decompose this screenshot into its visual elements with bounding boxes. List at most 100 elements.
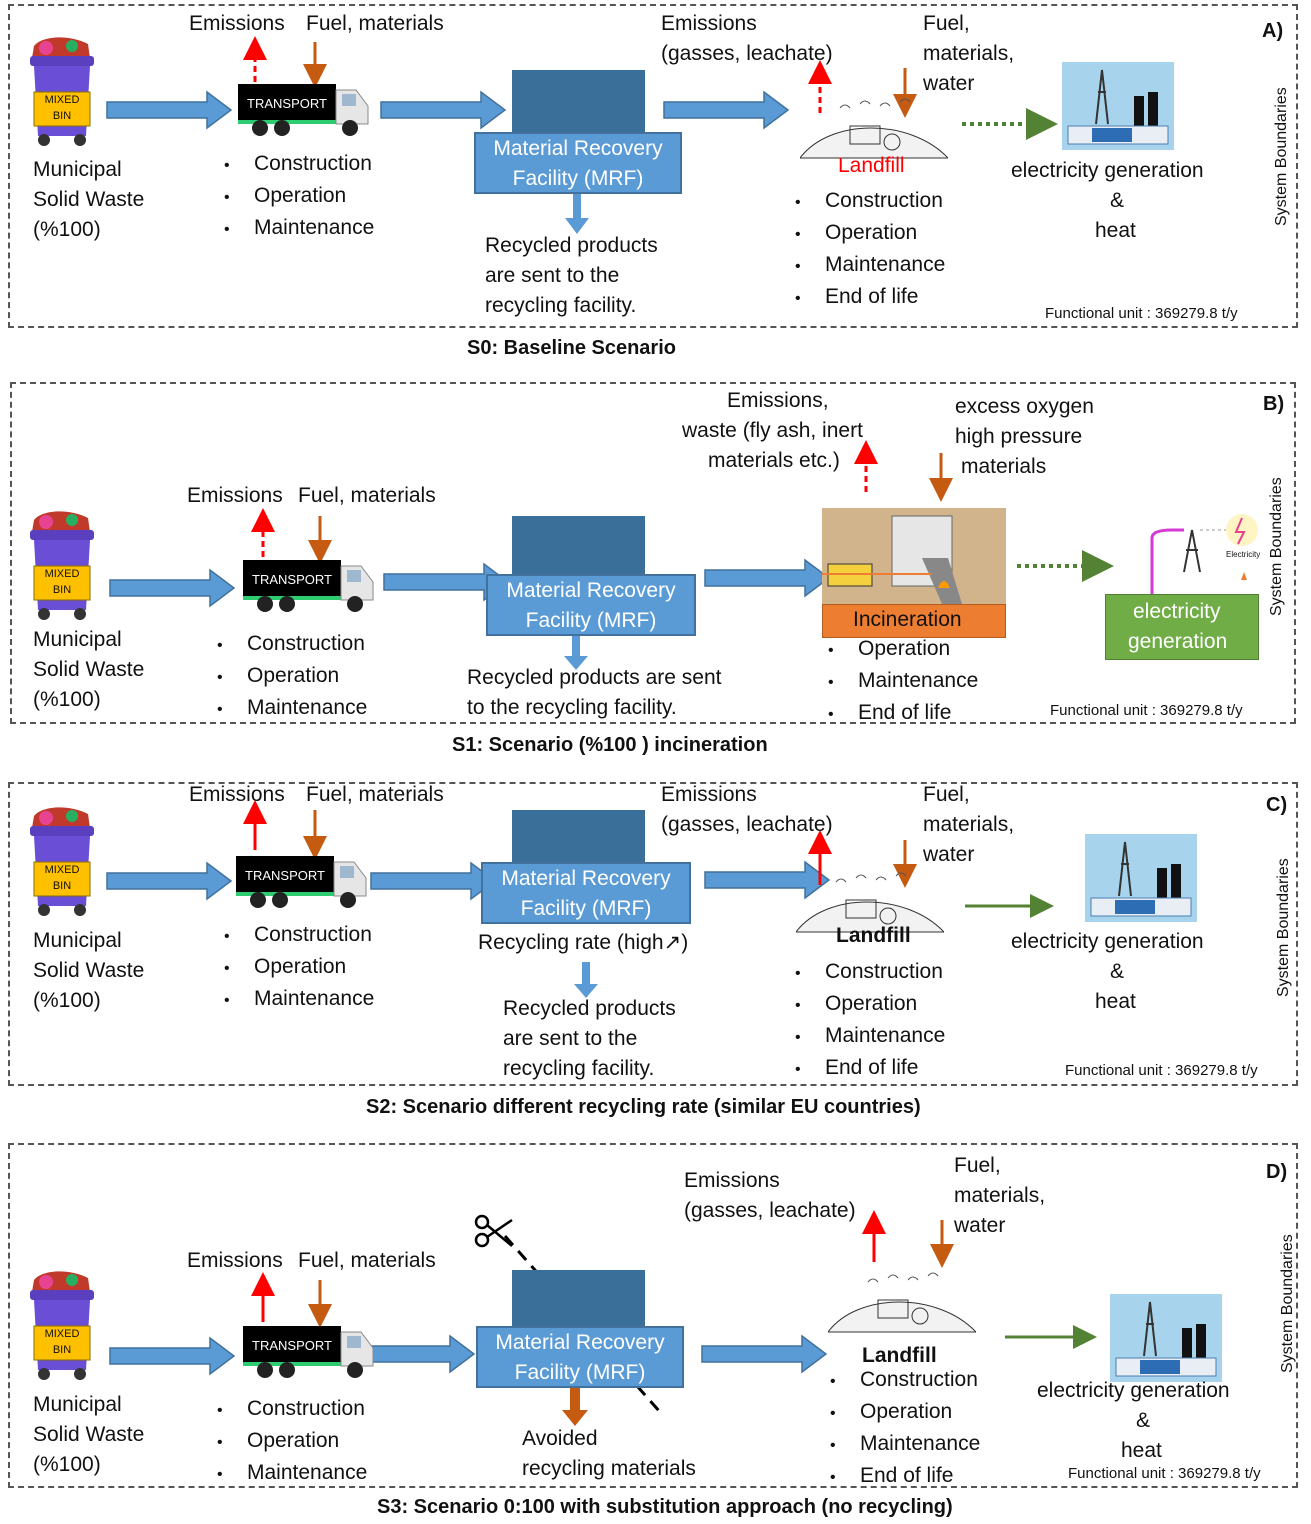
phase-item: Operation [795, 989, 945, 1021]
transport-phases: Construction Operation Maintenance [217, 629, 367, 725]
emissions-label: Emissions [187, 1249, 283, 1272]
truck-icon: TRANSPORT [243, 556, 375, 614]
landfill-label: Landfill [836, 924, 911, 947]
panel-d-frame [8, 1143, 1298, 1488]
electricity-icon-label: Electricity [1226, 550, 1261, 559]
phase-item: Construction [795, 957, 945, 989]
landfill-label: Landfill [838, 154, 905, 177]
electricity-label: generation [1128, 630, 1228, 653]
phase-item: End of life [830, 1461, 980, 1493]
incineration-label: Incineration [853, 608, 962, 631]
emissions-label: Emissions [187, 484, 283, 507]
phase-item: End of life [828, 698, 978, 730]
truck-label: TRANSPORT [245, 868, 325, 883]
electricity-generation-label: electricity generation [1037, 1379, 1230, 1402]
flow-arrow [106, 91, 232, 129]
mixed-bin-icon: MIXED BIN [28, 806, 96, 918]
power-plant-icon [1110, 1294, 1222, 1382]
bin-label: BIN [52, 880, 72, 892]
amp-label: & [1110, 189, 1125, 212]
panel-letter: D) [1266, 1161, 1288, 1183]
recycled-label: Recycled products [485, 234, 658, 257]
functional-unit: Functional unit : 369279.8 t/y [1065, 1062, 1258, 1079]
phase-item: Operation [828, 634, 978, 666]
landfill-emissions-label: (gasses, leachate) [684, 1199, 856, 1222]
mrf-image [512, 1270, 645, 1328]
truck-icon: TRANSPORT [243, 1322, 375, 1380]
recycled-label: recycling facility. [485, 294, 637, 317]
panel-a-frame [8, 4, 1298, 328]
oxygen-label: materials [961, 455, 1047, 478]
mixed-bin-icon: MIXED BIN [28, 1270, 96, 1382]
phase-item: Construction [224, 149, 374, 181]
phase-item: Construction [217, 629, 367, 661]
electricity-generation-label: electricity generation [1011, 159, 1204, 182]
landfill-phases: Construction Operation Maintenance End o… [795, 957, 945, 1085]
msw-label: (%100) [33, 688, 101, 711]
phase-item: Maintenance [217, 693, 367, 725]
mrf-box: Material Recovery Facility (MRF) [486, 574, 696, 636]
landfill-fuel-label: materials, [923, 42, 1015, 65]
recycled-label: are sent to the [485, 264, 620, 287]
bin-label: BIN [52, 110, 72, 122]
bin-label: MIXED [44, 1328, 80, 1340]
mrf-image [512, 810, 645, 866]
panel-c-frame [8, 782, 1298, 1086]
landfill-label: Landfill [862, 1344, 937, 1367]
landfill-emissions-label: Emissions [684, 1169, 780, 1192]
incineration-phases: Operation Maintenance End of life [828, 634, 978, 730]
mrf-box: Material Recovery Facility (MRF) [476, 1326, 684, 1388]
msw-label: Municipal [33, 158, 122, 181]
landfill-icon [828, 1272, 976, 1338]
mixed-bin-icon: MIXED BIN [28, 36, 96, 148]
phase-item: End of life [795, 1053, 945, 1085]
landfill-fuel-label: Fuel, [954, 1154, 1001, 1177]
panel-letter: C) [1266, 794, 1288, 816]
system-boundaries-label: System Boundaries [1279, 1234, 1296, 1373]
mrf-label: Facility (MRF) [512, 167, 644, 190]
transport-phases: Construction Operation Maintenance [224, 920, 374, 1016]
recycled-label: Recycled products are sent [467, 666, 722, 689]
truck-label: TRANSPORT [252, 572, 332, 587]
flow-arrow [663, 91, 789, 129]
phase-item: Operation [217, 1426, 367, 1458]
mrf-box: Material Recovery Facility (MRF) [481, 862, 691, 924]
electricity-generation-label: electricity generation [1011, 930, 1204, 953]
fuel-materials-label: Fuel, materials [306, 783, 444, 806]
truck-icon: TRANSPORT [238, 80, 370, 138]
incineration-emissions-label: Emissions, [727, 389, 829, 412]
incineration-box [822, 604, 1006, 638]
truck-label: TRANSPORT [252, 1338, 332, 1353]
recycled-label: are sent to the [503, 1027, 638, 1050]
power-plant-icon [1085, 834, 1197, 922]
phase-item: Operation [795, 218, 945, 250]
incineration-emissions-label: materials etc.) [708, 449, 840, 472]
fuel-materials-label: Fuel, materials [306, 12, 444, 35]
grid-icon: Electricity [1112, 510, 1260, 600]
mrf-label: Facility (MRF) [520, 897, 652, 920]
truck-icon: TRANSPORT [236, 852, 368, 910]
mrf-label: Material Recovery [506, 579, 676, 602]
msw-label: Solid Waste [33, 959, 145, 982]
scissors-icon [474, 1214, 514, 1254]
landfill-fuel-label: Fuel, [923, 12, 970, 35]
phase-item: Operation [830, 1397, 980, 1429]
power-plant-icon [1062, 62, 1174, 150]
msw-label: (%100) [33, 218, 101, 241]
mrf-label: Material Recovery [501, 867, 671, 890]
landfill-fuel-label: materials, [954, 1184, 1046, 1207]
phase-item: Construction [224, 920, 374, 952]
functional-unit: Functional unit : 369279.8 t/y [1045, 305, 1238, 322]
truck-label: TRANSPORT [247, 96, 327, 111]
phase-item: Operation [224, 181, 374, 213]
phase-item: Operation [224, 952, 374, 984]
electricity-generation-box [1105, 594, 1259, 660]
landfill-fuel-label: water [923, 72, 975, 95]
panel-letter: B) [1263, 393, 1285, 415]
system-boundaries-label: System Boundaries [1273, 87, 1290, 226]
bin-label: BIN [52, 1344, 72, 1356]
panel-letter: A) [1262, 20, 1284, 42]
landfill-fuel-label: Fuel, [923, 783, 970, 806]
transport-phases: Construction Operation Maintenance [224, 149, 374, 245]
